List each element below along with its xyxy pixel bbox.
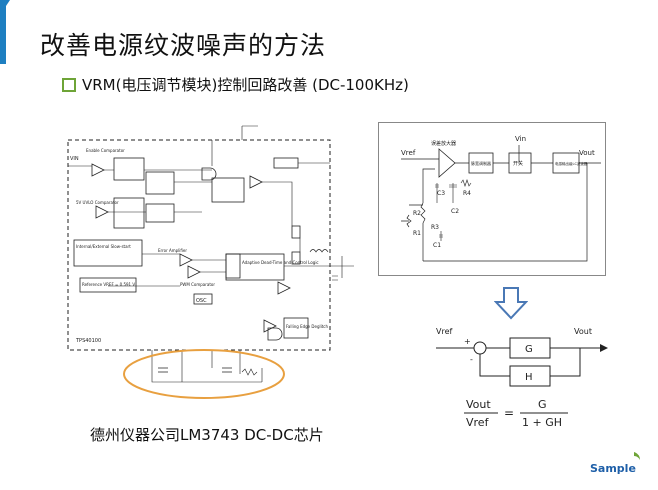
fb-g-block: G <box>525 344 533 355</box>
bd-r4-label: R4 <box>463 190 471 197</box>
bd-error-amp-label: 误差放大器 <box>431 140 456 147</box>
corner-accent <box>0 0 10 64</box>
schematic-osc-label: OSC <box>196 298 207 304</box>
schematic-vin-label: VIN <box>70 156 79 162</box>
lm3743-schematic: TPS40100 VIN 5V UVLO Comparator Enable C… <box>67 125 354 399</box>
bd-filter-label: 电感输出级LC滤波器 <box>555 161 588 166</box>
schematic-ref-label: Reference VREF = 0.591 V <box>82 282 135 287</box>
fb-h-block: H <box>525 372 533 383</box>
schematic-pwm-label: PWM Comparator <box>180 282 215 287</box>
sample-logo: Sample <box>590 452 640 475</box>
schematic-uvlo-label: 5V UVLO Comparator <box>76 200 119 205</box>
bullet-text: VRM(电压调节模块)控制回路改善 (DC-100KHz) <box>82 76 409 94</box>
bd-switch-label: 开关 <box>513 160 523 167</box>
fb-vout-label: Vout <box>574 327 592 336</box>
bd-vout-label: Vout <box>579 149 595 157</box>
eq-equals: = <box>504 406 514 420</box>
chip-caption: 德州仪器公司LM3743 DC-DC芯片 <box>90 426 324 444</box>
slide-title: 改善电源纹波噪声的方法 <box>40 31 327 60</box>
arrow-down-icon <box>494 287 528 320</box>
eq-rhs-denominator: 1 + GH <box>522 416 562 429</box>
fb-minus-sign: - <box>470 355 473 364</box>
bd-c2-label: C2 <box>451 208 459 215</box>
schematic-error-amp-label: Error Amplifier <box>158 248 187 253</box>
bd-r2-label: R2 <box>413 210 421 217</box>
bullet-marker <box>62 77 76 92</box>
eq-lhs-numerator: Vout <box>466 398 491 411</box>
eq-rhs-numerator: G <box>538 398 547 411</box>
bd-vref-label: Vref <box>401 149 416 157</box>
schematic-adaptive-label: Adaptive Dead-Time and Control Logic <box>242 260 319 265</box>
bullet-item: VRM(电压调节模块)控制回路改善 (DC-100KHz) <box>62 74 409 95</box>
fb-vref-label: Vref <box>436 327 453 336</box>
schematic-part-label: TPS40100 <box>75 338 101 344</box>
fb-plus-sign: + <box>464 337 471 346</box>
schematic-ss-label: Internal/External Slow-start <box>76 244 131 249</box>
bd-vin-label: Vin <box>515 135 526 143</box>
bd-c1-label: C1 <box>433 242 441 249</box>
bd-driver-label: 脉宽调制器 <box>471 160 491 166</box>
bd-r1-label: R1 <box>413 230 421 237</box>
schematic-enable-label: Enable Comparator <box>86 148 125 153</box>
bd-r3-label: R3 <box>431 224 439 231</box>
schematic-fault-label: Falling Edge Deglitch <box>286 324 328 329</box>
logo-text: Sample <box>590 462 636 475</box>
control-loop-block-diagram: Vref Vin Vout 误差放大器 脉宽调制器 开关 电感输出级LC滤波器 … <box>378 122 606 276</box>
bd-c3-label: C3 <box>437 190 445 197</box>
eq-lhs-denominator: Vref <box>466 416 490 429</box>
feedback-loop-diagram: Vref Vout + - G H Vout Vref = G 1 + GH <box>436 327 608 429</box>
